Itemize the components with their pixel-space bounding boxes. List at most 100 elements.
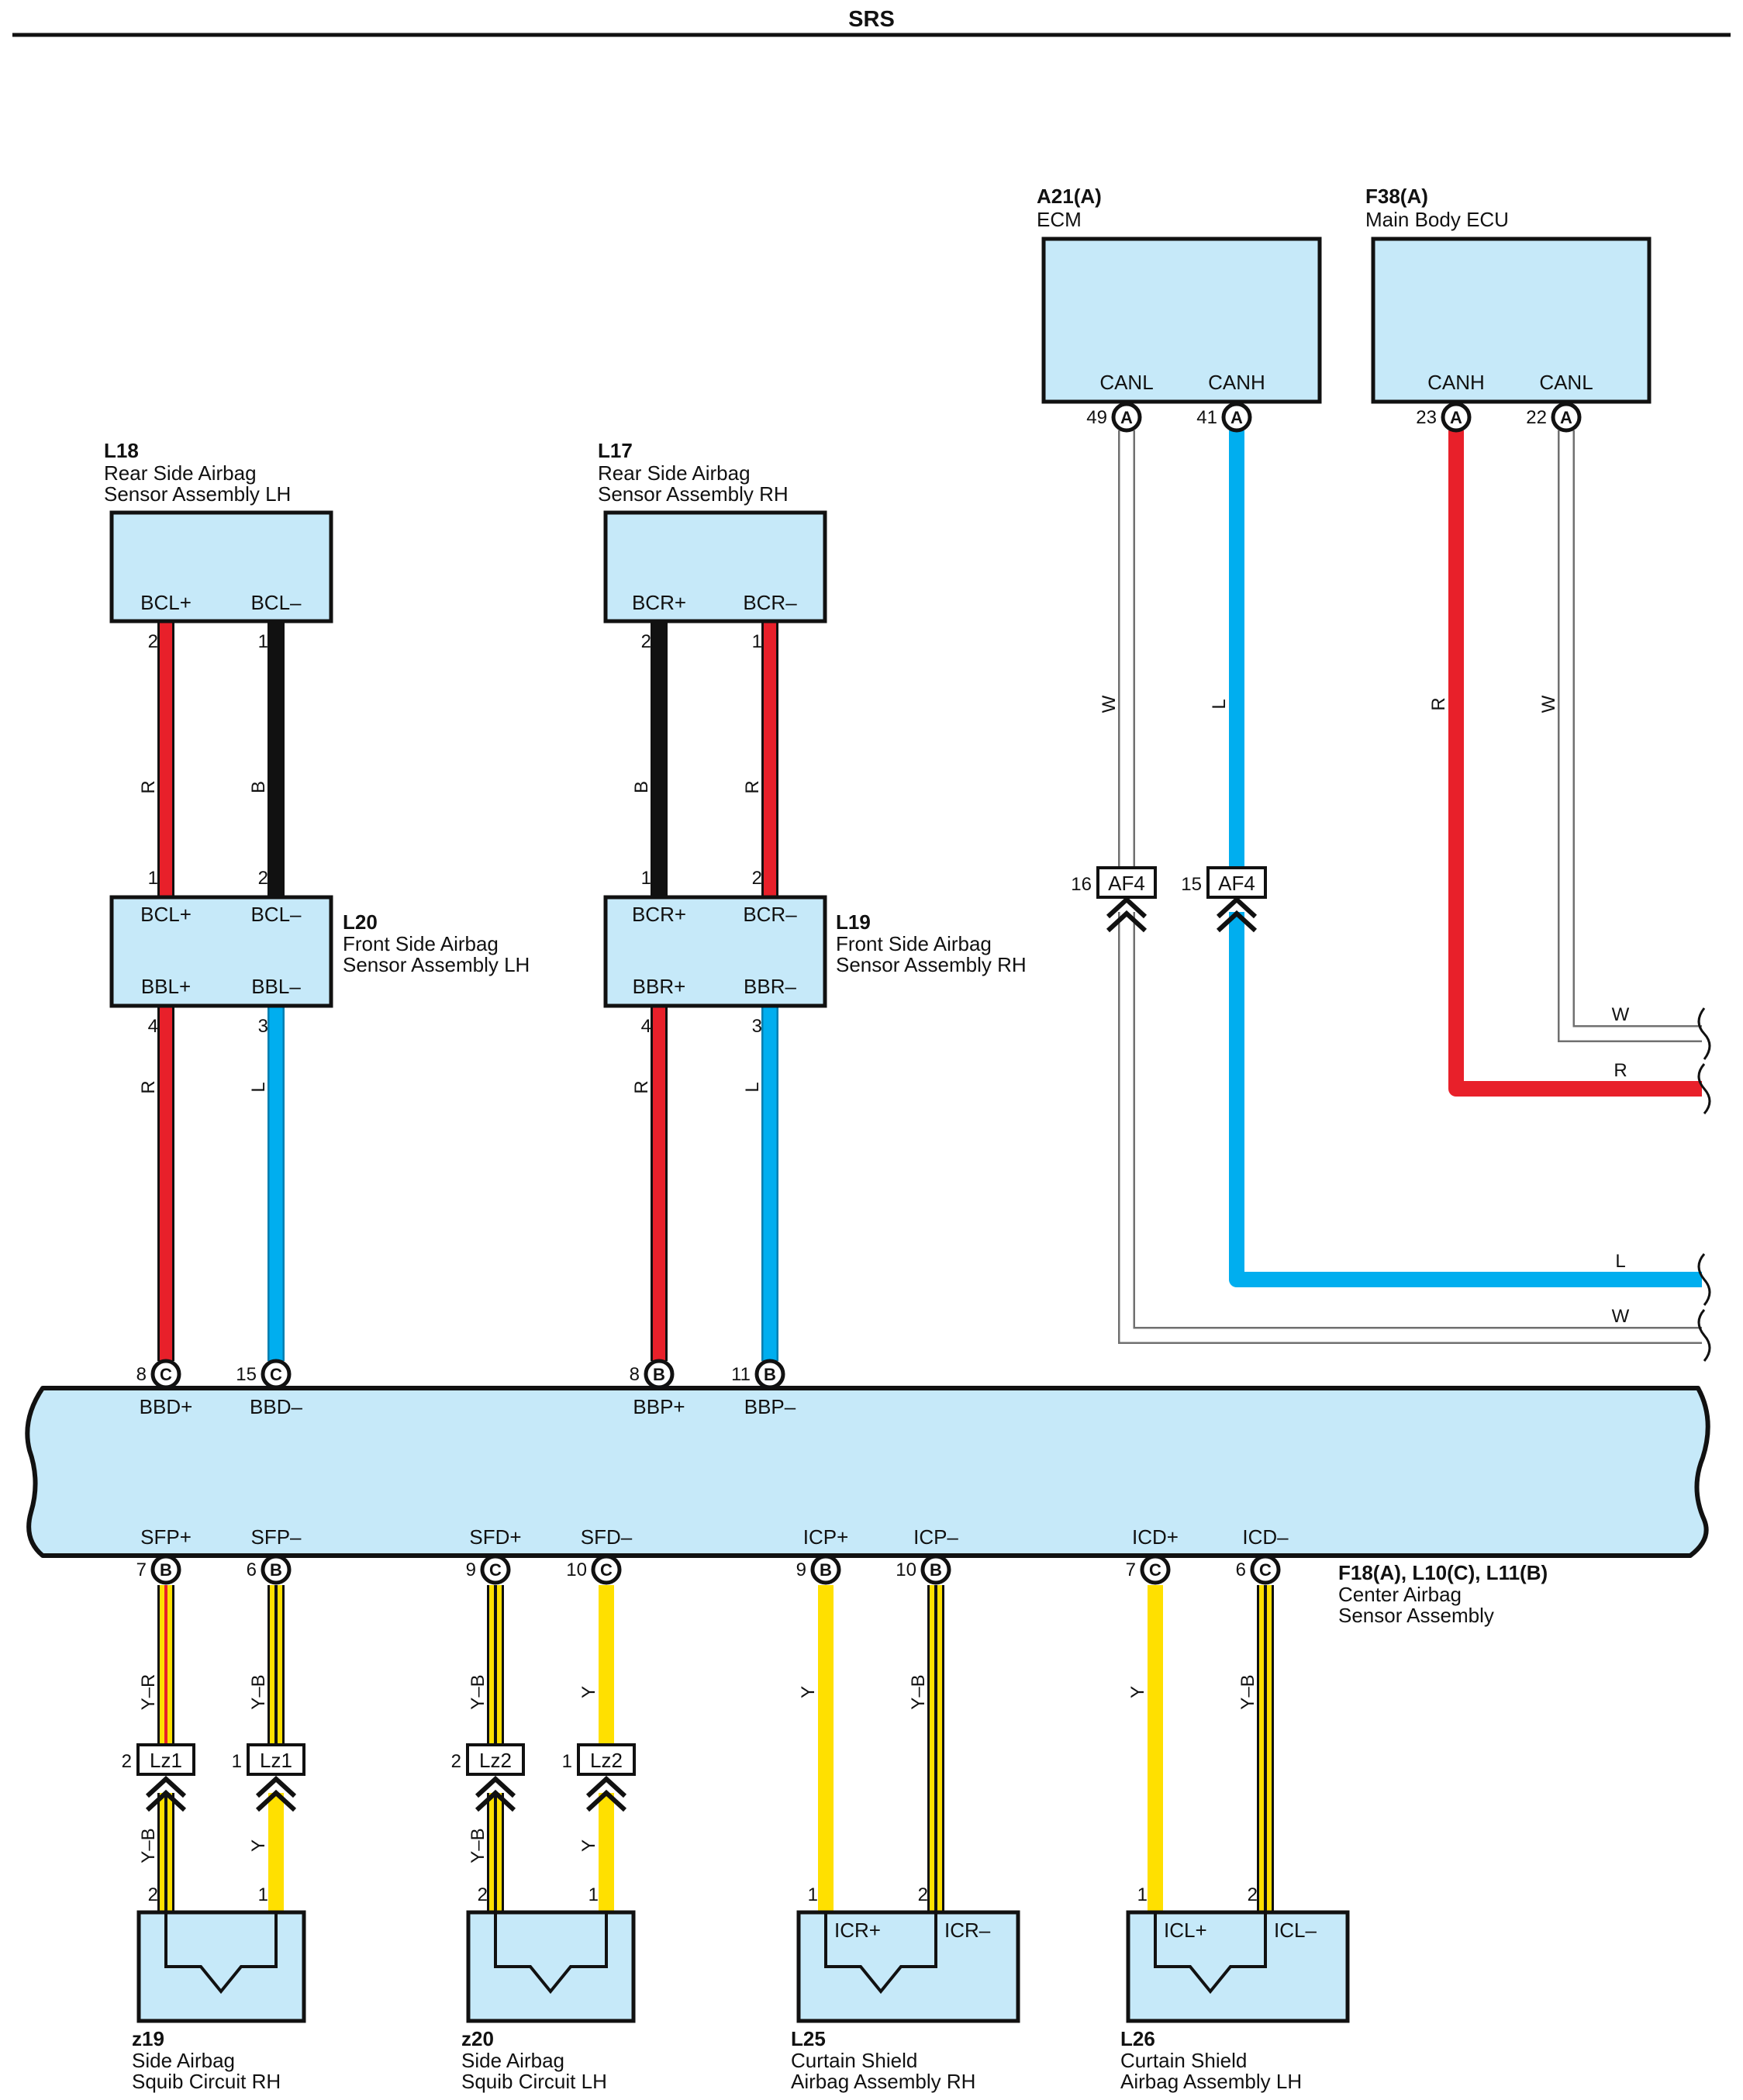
svg-text:Lz2: Lz2 [590, 1749, 623, 1772]
l18-component: L18 Rear Side Airbag Sensor Assembly LH … [104, 439, 333, 652]
pin-mbecu-22: A 22 [1526, 402, 1582, 433]
l26-code: L26 [1120, 2027, 1155, 2050]
connector-lz2-1: Lz2 1 [562, 1743, 636, 1810]
svg-text:10: 10 [566, 1559, 587, 1580]
svg-text:8: 8 [630, 1364, 640, 1385]
l19-name-1: Front Side Airbag [836, 932, 992, 955]
wire-ecm-canh [1229, 430, 1702, 1287]
svg-text:C: C [1149, 1560, 1161, 1580]
svg-text:B: B [820, 1560, 832, 1580]
wire-label: R [631, 1080, 652, 1093]
pin-mbecu-23: A 23 [1416, 402, 1472, 433]
l19-name-2: Sensor Assembly RH [836, 953, 1027, 976]
ecm-name: ECM [1037, 208, 1082, 231]
l19-pin-2: 2 [752, 868, 762, 889]
l20-pin-1: 1 [148, 868, 158, 889]
wire-label: W [1612, 1004, 1630, 1025]
center-term-icd-plus: ICD+ [1132, 1525, 1179, 1549]
l17-name-2: Sensor Assembly RH [598, 482, 789, 506]
wire-mbecu-canh [1448, 430, 1702, 1097]
l17-term-1: BCR+ [632, 591, 686, 614]
l26-term-2: ICL– [1274, 1919, 1317, 1942]
l20-name-2: Sensor Assembly LH [343, 953, 530, 976]
wire-color-labels: R B B R R L R L W L R W W R L W Y–R Y–B … [138, 695, 1630, 1863]
l17-name-1: Rear Side Airbag [598, 461, 751, 485]
wire-label: B [631, 781, 652, 793]
center-code: F18(A), L10(C), L11(B) [1338, 1561, 1548, 1584]
svg-text:6: 6 [1236, 1559, 1246, 1580]
svg-text:16: 16 [1071, 874, 1092, 895]
z19-name-2: Squib Circuit RH [132, 2070, 281, 2093]
center-term-bbp-minus: BBP– [744, 1395, 796, 1418]
center-term-bbd-plus: BBD+ [140, 1395, 193, 1418]
wire-label: W [1538, 695, 1559, 713]
svg-text:6: 6 [247, 1559, 257, 1580]
z19-name-1: Side Airbag [132, 2049, 235, 2072]
svg-text:23: 23 [1416, 407, 1437, 428]
wire-label: Y–R [138, 1674, 159, 1711]
center-term-sfp-minus: SFP– [250, 1525, 302, 1549]
center-term-bbp-plus: BBP+ [633, 1395, 685, 1418]
l19-term-1: BCR+ [632, 903, 686, 926]
connector-lz1-2: Lz1 2 [122, 1743, 195, 1810]
l17-pin-2: 1 [752, 631, 762, 652]
wire-label: W [1099, 695, 1120, 713]
pin-center-bbd-minus: C 15 [236, 1359, 292, 1390]
z20-pin-2: 1 [588, 1884, 599, 1905]
z19-pin-2: 1 [258, 1884, 268, 1905]
pin-center-sfd-minus: C 10 [566, 1554, 622, 1585]
main-body-ecu-component: F38(A) Main Body ECU CANH CANL [1365, 185, 1652, 404]
pin-center-sfp-plus: B 7 [136, 1554, 181, 1585]
svg-text:A: A [1230, 408, 1243, 427]
l19-pin-3: 4 [641, 1016, 651, 1037]
wire-label: Y–B [138, 1828, 159, 1863]
l18-name-1: Rear Side Airbag [104, 461, 257, 485]
l25-pin-1: 1 [808, 1884, 818, 1905]
svg-text:11: 11 [731, 1364, 751, 1385]
l19-component: 1 2 BCR+ BCR– BBR+ BBR– 4 3 L19 Front Si… [603, 868, 1027, 1037]
wire-label: Y [248, 1839, 269, 1852]
svg-text:2: 2 [451, 1751, 461, 1772]
l25-name-2: Airbag Assembly RH [791, 2070, 975, 2093]
l26-pin-2: 2 [1248, 1884, 1258, 1905]
l19-term-4: BBR– [744, 975, 796, 998]
l20-pin-2: 2 [258, 868, 268, 889]
wire-label: Y [1127, 1686, 1148, 1698]
l20-term-2: BCL– [250, 903, 302, 926]
svg-text:A: A [1120, 408, 1133, 427]
wire-label: W [1612, 1306, 1630, 1327]
l18-name-2: Sensor Assembly LH [104, 482, 291, 506]
wire-label: Y–B [248, 1674, 269, 1709]
wire-label: Y–B [468, 1674, 488, 1709]
l20-name-1: Front Side Airbag [343, 932, 499, 955]
svg-text:B: B [160, 1560, 172, 1580]
l25-term-1: ICR+ [834, 1919, 881, 1942]
page-title: SRS [848, 7, 895, 32]
svg-text:Lz1: Lz1 [260, 1749, 292, 1772]
l25-component: ICR+ ICR– 1 2 L25 Curtain Shield Airbag … [791, 1884, 1020, 2093]
z20-code: z20 [461, 2027, 494, 2050]
connector-af4-15: AF4 15 [1181, 866, 1267, 931]
l20-code: L20 [343, 910, 378, 934]
svg-text:C: C [600, 1560, 613, 1580]
svg-text:7: 7 [1126, 1559, 1136, 1580]
connector-lz1-1: Lz1 1 [232, 1743, 305, 1810]
z20-name-2: Squib Circuit LH [461, 2070, 607, 2093]
center-name-2: Sensor Assembly [1338, 1604, 1494, 1627]
wire-label: Y–B [468, 1828, 488, 1863]
l19-term-3: BBR+ [633, 975, 686, 998]
svg-text:B: B [930, 1560, 942, 1580]
l20-term-1: BCL+ [140, 903, 192, 926]
svg-text:AF4: AF4 [1108, 872, 1145, 895]
wire-label: Y [578, 1839, 599, 1852]
wire-label: L [1615, 1251, 1625, 1272]
svg-text:C: C [160, 1365, 172, 1384]
wire-label: Y [578, 1686, 599, 1698]
pin-center-bbd-plus: C 8 [136, 1359, 181, 1390]
wire-label: Y [798, 1686, 819, 1698]
l18-term-2: BCL– [250, 591, 302, 614]
wire-label: Y–B [908, 1674, 929, 1709]
pin-center-sfd-plus: C 9 [466, 1554, 511, 1585]
l18-code: L18 [104, 439, 139, 462]
pin-center-icd-plus: C 7 [1126, 1554, 1171, 1585]
